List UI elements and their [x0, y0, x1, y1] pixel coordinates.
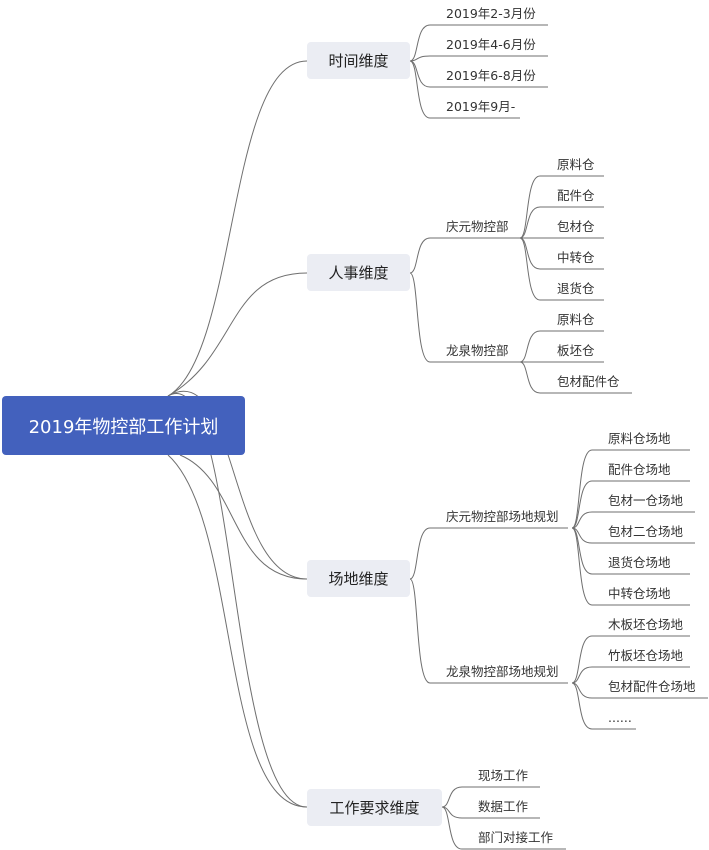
personnel-qingyuan-item[interactable]: 退货仓	[557, 281, 595, 296]
personnel-longquan-item[interactable]: 板坯仓	[557, 343, 595, 358]
site-longquan-item[interactable]: 竹板坯仓场地	[608, 648, 684, 663]
site-longquan-item[interactable]: 木板坯仓场地	[608, 617, 684, 632]
personnel-qingyuan-item[interactable]: 原料仓	[557, 157, 595, 172]
site-qingyuan-connector	[571, 527, 593, 575]
site-longquan-connector	[571, 635, 593, 684]
site-longquan-connector	[571, 682, 593, 730]
site-connector	[409, 578, 431, 684]
personnel-longquan-topic[interactable]: 龙泉物控部	[446, 343, 509, 358]
site-qingyuan-connector	[571, 449, 593, 529]
site-qingyuan-item[interactable]: 包材一仓场地	[608, 493, 684, 508]
personnel-qingyuan-connector	[519, 206, 541, 239]
work-item[interactable]: 部门对接工作	[478, 830, 554, 845]
branch-work-requirement-dimension[interactable]: 工作要求维度	[307, 789, 442, 826]
root-branch-connector	[167, 393, 308, 808]
time-item[interactable]: 2019年6-8月份	[446, 68, 536, 83]
time-item[interactable]: 2019年2-3月份	[446, 6, 536, 21]
site-longquan-connector	[571, 666, 593, 684]
branch-time-dimension[interactable]: 时间维度	[307, 42, 410, 79]
root-topic[interactable]: 2019年物控部工作计划	[2, 396, 245, 455]
site-qingyuan-item[interactable]: 包材二仓场地	[608, 524, 684, 539]
time-connector	[409, 24, 431, 62]
time-connector	[409, 55, 431, 62]
time-connector	[409, 60, 431, 119]
personnel-longquan-connector	[519, 330, 541, 363]
site-qingyuan-item[interactable]: 中转仓场地	[608, 586, 671, 601]
site-longquan-item[interactable]: 包材配件仓场地	[608, 679, 696, 694]
personnel-qingyuan-topic[interactable]: 庆元物控部	[446, 219, 509, 234]
personnel-connector	[409, 237, 431, 274]
root-branch-connector	[167, 454, 308, 808]
site-longquan-topic[interactable]: 龙泉物控部场地规划	[446, 664, 559, 679]
site-qingyuan-item[interactable]: 原料仓场地	[608, 431, 671, 446]
branch-site-dimension[interactable]: 场地维度	[307, 560, 410, 597]
site-qingyuan-item[interactable]: 退货仓场地	[608, 555, 671, 570]
personnel-qingyuan-connector	[519, 237, 541, 270]
personnel-connector	[409, 272, 431, 363]
site-longquan-item[interactable]: ......	[608, 710, 632, 725]
work-connector	[441, 806, 463, 850]
personnel-longquan-item[interactable]: 原料仓	[557, 312, 595, 327]
personnel-longquan-connector	[519, 361, 541, 394]
site-qingyuan-item[interactable]: 配件仓场地	[608, 462, 671, 477]
site-qingyuan-topic[interactable]: 庆元物控部场地规划	[446, 509, 559, 524]
personnel-qingyuan-connector	[519, 237, 541, 301]
personnel-qingyuan-connector	[519, 175, 541, 239]
root-branch-connector	[167, 272, 308, 397]
time-item[interactable]: 2019年4-6月份	[446, 37, 536, 52]
personnel-qingyuan-item[interactable]: 配件仓	[557, 188, 595, 203]
site-qingyuan-connector	[571, 511, 593, 529]
personnel-qingyuan-item[interactable]: 中转仓	[557, 250, 595, 265]
site-connector	[409, 527, 431, 580]
root-branch-connector	[167, 60, 308, 397]
personnel-qingyuan-item[interactable]: 包材仓	[557, 219, 595, 234]
time-item[interactable]: 2019年9月-	[446, 99, 516, 114]
branch-personnel-dimension[interactable]: 人事维度	[307, 254, 410, 291]
site-qingyuan-connector	[571, 480, 593, 529]
root-branch-connector	[179, 454, 308, 580]
site-qingyuan-connector	[571, 527, 593, 606]
personnel-longquan-item[interactable]: 包材配件仓	[557, 374, 620, 389]
work-item[interactable]: 现场工作	[478, 768, 529, 783]
work-item[interactable]: 数据工作	[478, 799, 529, 814]
root-branch-connector	[167, 390, 308, 580]
work-connector	[441, 786, 463, 808]
